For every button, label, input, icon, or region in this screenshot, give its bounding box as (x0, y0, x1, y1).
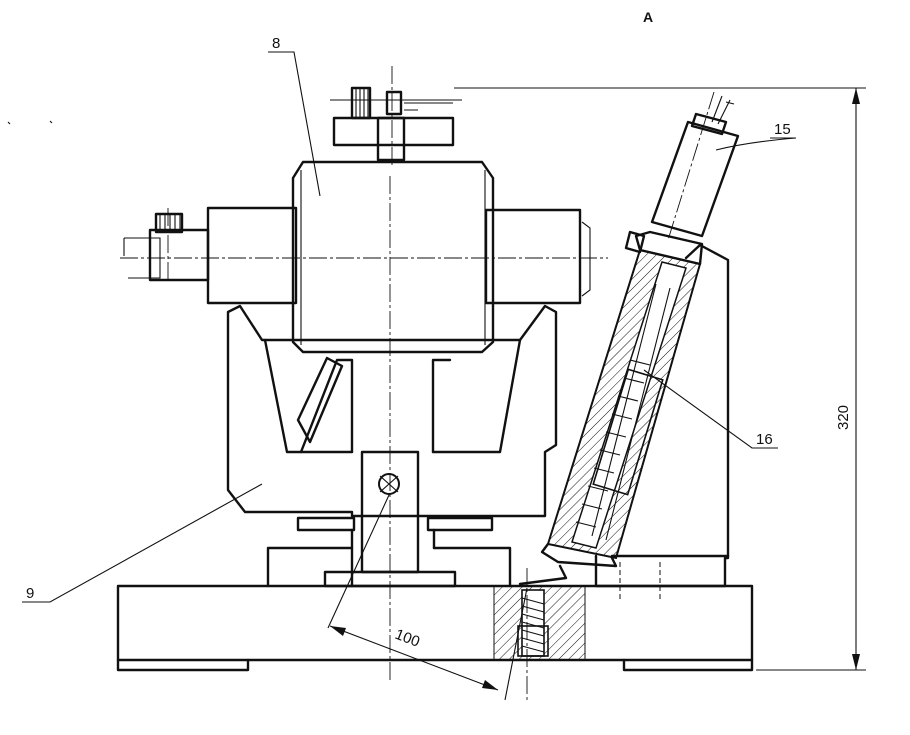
inclined-holder-assembly (518, 95, 740, 600)
callout-8 (268, 51, 321, 197)
callout-16 (643, 369, 778, 449)
height-dimension (454, 87, 866, 671)
height-dimension-text: 320 (835, 405, 852, 430)
swivel-head-assembly (123, 86, 591, 588)
callout-9-label: 9 (26, 585, 34, 602)
callout-15-label: 15 (774, 121, 791, 138)
callout-15 (715, 137, 797, 151)
base-plate (116, 584, 754, 672)
offset-dimension (327, 494, 528, 701)
view-label: A (643, 9, 653, 25)
callout-16-label: 16 (756, 431, 773, 448)
offset-dimension-text: 100 (393, 626, 422, 651)
callout-9 (22, 483, 263, 603)
callout-8-label: 8 (272, 35, 280, 52)
